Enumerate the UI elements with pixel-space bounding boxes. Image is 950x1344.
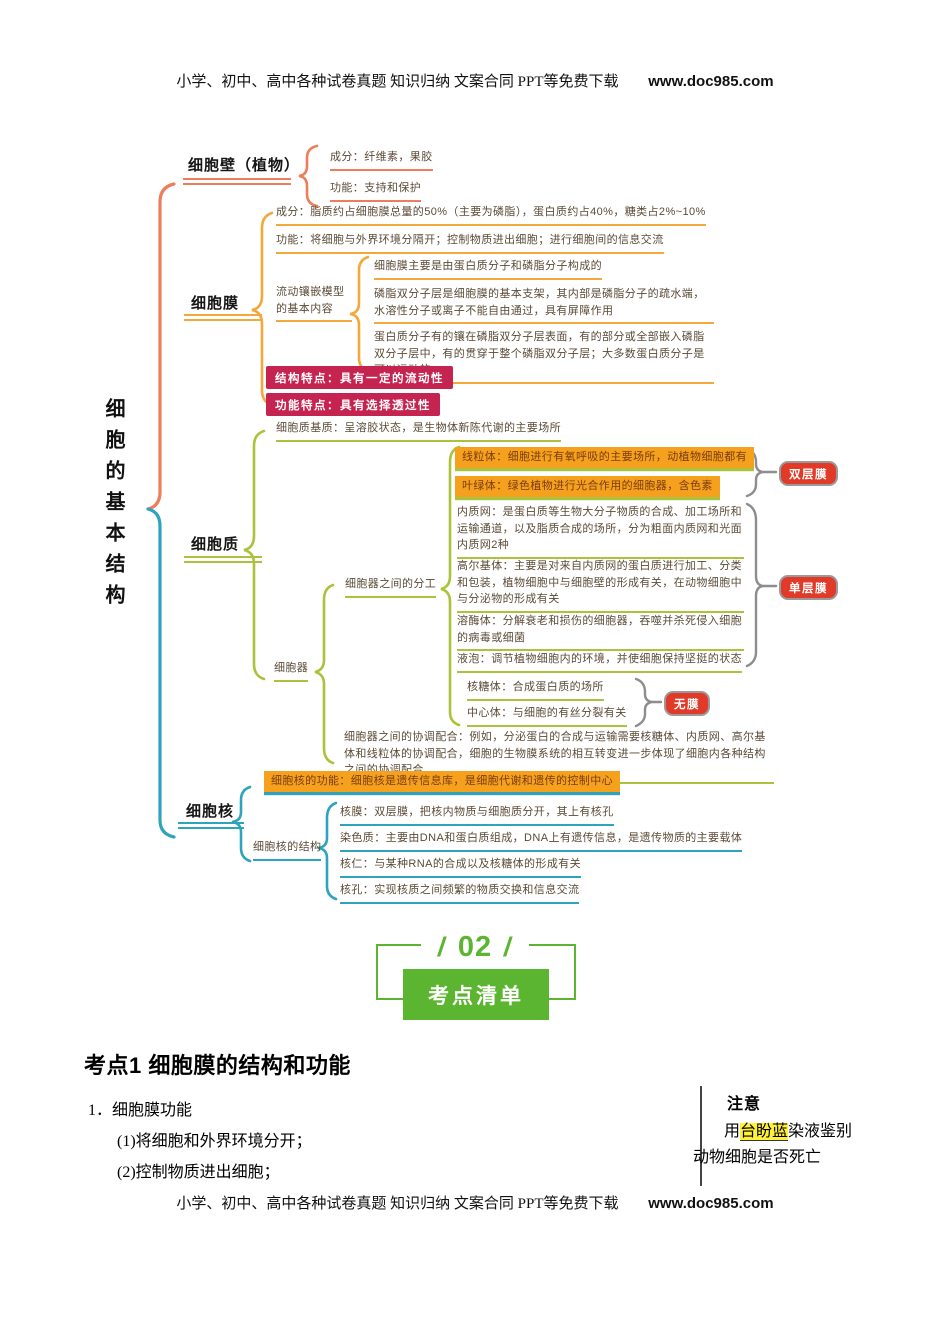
item-model-label: 流动镶嵌模型的基本内容 — [276, 284, 352, 322]
note-highlight: 台盼蓝 — [740, 1123, 789, 1141]
page-footer: 小学、初中、高中各种试卷真题 知识归纳 文案合同 PPT等免费下载 www.do… — [0, 1192, 950, 1213]
header-text: 小学、初中、高中各种试卷真题 知识归纳 文案合同 PPT等免费下载 — [176, 74, 619, 90]
footer-text: 小学、初中、高中各种试卷真题 知识归纳 文案合同 PPT等免费下载 — [176, 1196, 619, 1212]
brace-cytoplasm — [243, 429, 266, 681]
item-centrosome: 中心体：与细胞的有丝分裂有关 — [467, 705, 627, 727]
feature-box-function: 功能特点：具有选择透过性 — [266, 393, 440, 416]
item-ribosome: 核糖体：合成蛋白质的场所 — [467, 679, 604, 701]
item-vacuole: 液泡：调节植物细胞内的环境，并使细胞保持坚挺的状态 — [457, 651, 742, 673]
underline-cell-wall — [183, 178, 291, 186]
brace-double-membrane — [745, 447, 778, 498]
page-header: 小学、初中、高中各种试卷真题 知识归纳 文案合同 PPT等免费下载 www.do… — [0, 70, 950, 91]
item-division-label: 细胞器之间的分工 — [345, 576, 437, 598]
body-sub-1: (1)将细胞和外界环境分开； — [117, 1133, 312, 1150]
item-er: 内质网：是蛋白质等生物大分子物质的合成、加工场所和运输通道，以及脂质合成的场所，… — [457, 504, 744, 559]
brace-model — [349, 255, 370, 373]
item-lysosome: 溶酶体：分解衰老和损伤的细胞器，吞噬并杀死侵入细胞的病毒或细菌 — [457, 613, 744, 651]
item-wall-function: 功能：支持和保护 — [330, 180, 422, 202]
item-model-point2: 磷脂双分子层是细胞膜的基本支架，其内部是磷脂分子的疏水端，水溶性分子或离子不能自… — [374, 286, 714, 324]
brace-organelle — [314, 583, 335, 765]
slash-right: / — [502, 931, 514, 962]
section-number: 02 — [457, 930, 493, 963]
body-item-1: 1．细胞膜功能 — [88, 1102, 193, 1119]
brace-division — [440, 445, 461, 727]
underline-membrane — [184, 314, 262, 322]
branch-label-cytoplasm: 细胞质 — [191, 536, 240, 553]
brace-cell-wall — [298, 144, 319, 208]
badge-no-membrane: 无膜 — [664, 691, 710, 716]
item-wall-composition: 成分：纤维素，果胶 — [330, 149, 433, 171]
spine-bottom — [146, 507, 176, 839]
slash-left: / — [436, 931, 449, 962]
item-nucleus-nucleolus: 核仁：与某种RNA的合成以及核糖体的形成有关 — [340, 856, 582, 878]
note-divider — [700, 1086, 702, 1186]
body-sub-2: (2)控制物质进出细胞； — [117, 1164, 280, 1181]
brace-no-membrane — [634, 677, 663, 728]
feature-box-structure: 结构特点：具有一定的流动性 — [266, 366, 453, 389]
note-pre: 用 — [724, 1123, 741, 1140]
mindmap-root-title: 细胞的基本结构 — [102, 398, 124, 615]
note-title: 注意 — [727, 1096, 762, 1113]
item-membrane-function: 功能：将细胞与外界环境分隔开；控制物质进出细胞；进行细胞间的信息交流 — [276, 232, 664, 254]
note-line-2: 动物细胞是否死亡 — [693, 1149, 822, 1166]
badge-single-membrane: 单层膜 — [779, 575, 838, 600]
item-nucleus-pore: 核孔：实现核质之间频繁的物质交换和信息交流 — [340, 882, 580, 904]
item-nucleus-envelope: 核膜：双层膜，把核内物质与细胞质分开，其上有核孔 — [340, 804, 614, 826]
section-title-box: 考点清单 — [403, 969, 549, 1020]
brace-single-membrane — [745, 502, 778, 668]
item-organelle-label: 细胞器 — [274, 660, 309, 682]
header-site-link[interactable]: www.doc985.com — [648, 73, 774, 90]
item-matrix: 细胞质基质：呈溶胶状态，是生物体新陈代谢的主要场所 — [276, 420, 561, 442]
item-chloroplast: 叶绿体：绿色植物进行光合作用的细胞器，含色素 — [455, 476, 720, 497]
heading-kaodian-1: 考点1 细胞膜的结构和功能 — [84, 1053, 351, 1078]
brace-nucleus-structure — [317, 801, 338, 901]
item-nucleus-structure-label: 细胞核的结构 — [253, 839, 322, 861]
item-mitochondria: 线粒体：细胞进行有氧呼吸的主要场所，动植物细胞都有 — [455, 447, 754, 468]
underline-nucleus — [178, 822, 244, 830]
note-post: 染液鉴别 — [788, 1123, 853, 1140]
branch-label-membrane: 细胞膜 — [191, 295, 240, 312]
section-number-badge: / 02 / — [421, 928, 529, 966]
brace-membrane — [251, 211, 274, 407]
item-nucleus-chromatin: 染色质：主要由DNA和蛋白质组成，DNA上有遗传信息，是遗传物质的主要载体 — [340, 830, 743, 852]
item-membrane-composition: 成分：脂质约占细胞膜总量的50%（主要为磷脂），蛋白质约占40%，糖类占2%~1… — [276, 204, 706, 226]
underline-cytoplasm — [184, 556, 262, 564]
item-golgi: 高尔基体：主要是对来自内质网的蛋白质进行加工、分类和包装，植物细胞中与细胞壁的形… — [457, 558, 744, 613]
spine-top — [146, 182, 176, 511]
item-model-point1: 细胞膜主要是由蛋白质分子和磷脂分子构成的 — [374, 258, 602, 280]
branch-label-cell-wall: 细胞壁（植物） — [188, 157, 301, 174]
note-line-1: 用台盼蓝染液鉴别 — [724, 1117, 852, 1141]
badge-double-membrane: 双层膜 — [779, 461, 838, 486]
footer-site-link[interactable]: www.doc985.com — [648, 1195, 774, 1212]
branch-label-nucleus: 细胞核 — [186, 803, 235, 820]
item-nucleus-function: 细胞核的功能：细胞核是遗传信息库，是细胞代谢和遗传的控制中心 — [264, 771, 620, 792]
